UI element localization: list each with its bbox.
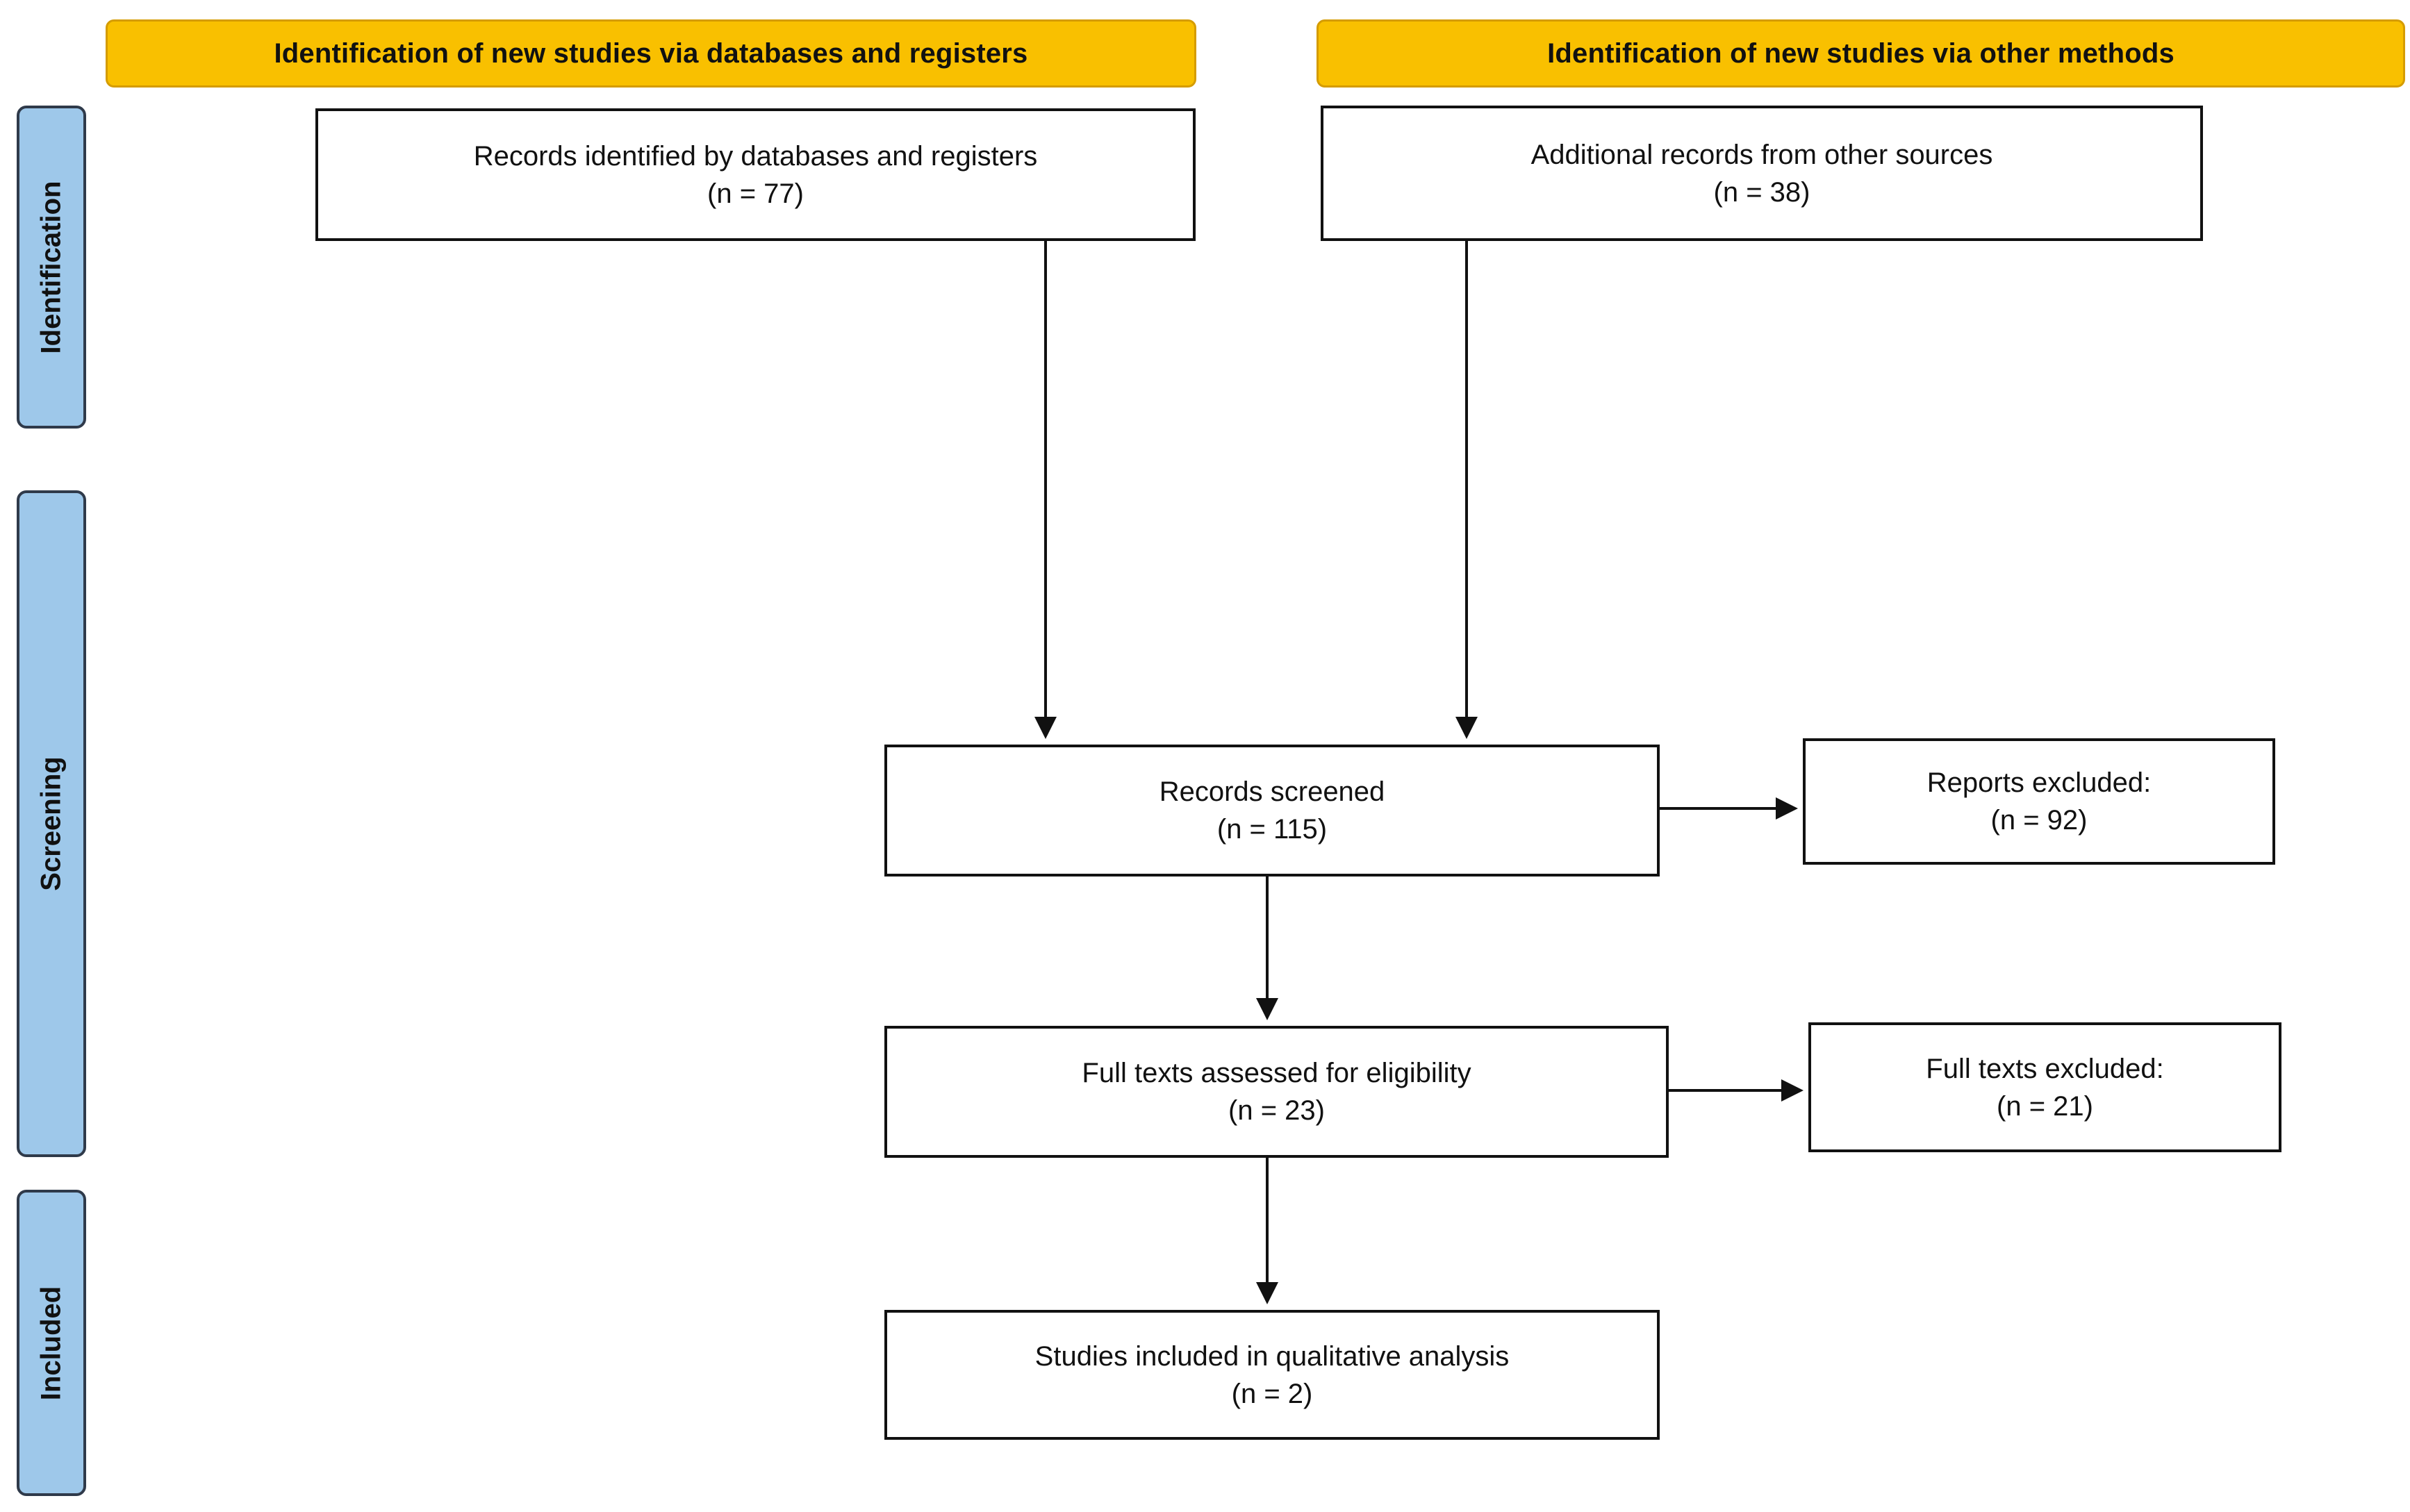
header-other-methods: Identification of new studies via other … [1317, 19, 2405, 88]
box-full-texts-excluded: Full texts excluded: (n = 21) [1808, 1022, 2281, 1152]
records-identified-count: (n = 77) [707, 178, 804, 209]
additional-records-title: Additional records from other sources [1530, 139, 1993, 170]
phase-identification-label: Identification [35, 181, 67, 354]
full-texts-assessed-title: Full texts assessed for eligibility [1082, 1058, 1471, 1088]
records-screened-title: Records screened [1159, 776, 1385, 807]
header-databases-label: Identification of new studies via databa… [274, 38, 1028, 69]
phase-included: Included [17, 1190, 86, 1496]
phase-identification: Identification [17, 106, 86, 429]
full-texts-excluded-title: Full texts excluded: [1926, 1053, 2164, 1084]
box-additional-records: Additional records from other sources (n… [1321, 106, 2203, 241]
phase-screening: Screening [17, 490, 86, 1157]
additional-records-count: (n = 38) [1713, 176, 1810, 208]
studies-included-count: (n = 2) [1231, 1378, 1313, 1409]
box-studies-included: Studies included in qualitative analysis… [884, 1310, 1660, 1440]
box-reports-excluded: Reports excluded: (n = 92) [1803, 738, 2275, 865]
header-other-methods-label: Identification of new studies via other … [1547, 38, 2174, 69]
full-texts-excluded-count: (n = 21) [1997, 1090, 2093, 1122]
phase-screening-label: Screening [35, 756, 67, 891]
records-screened-count: (n = 115) [1216, 814, 1328, 845]
box-full-texts-assessed: Full texts assessed for eligibility (n =… [884, 1026, 1669, 1158]
records-identified-title: Records identified by databases and regi… [473, 140, 1038, 172]
phase-included-label: Included [35, 1286, 67, 1400]
reports-excluded-title: Reports excluded: [1926, 767, 2152, 798]
studies-included-title: Studies included in qualitative analysis [1034, 1340, 1510, 1372]
full-texts-assessed-count: (n = 23) [1228, 1095, 1325, 1126]
box-records-identified: Records identified by databases and regi… [315, 108, 1196, 241]
box-records-screened: Records screened (n = 115) [884, 745, 1660, 877]
reports-excluded-count: (n = 92) [1990, 805, 2088, 836]
header-databases-registers: Identification of new studies via databa… [106, 19, 1196, 88]
